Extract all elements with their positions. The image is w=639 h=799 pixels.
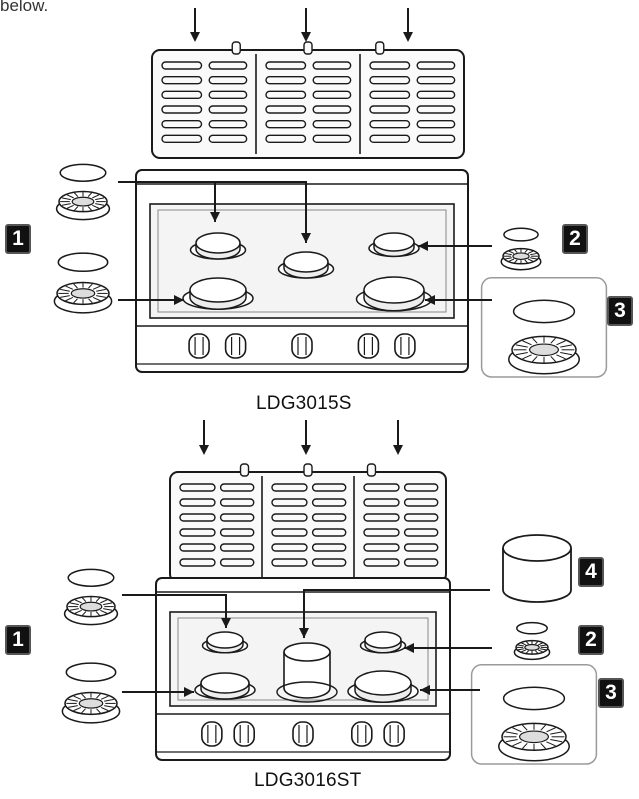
knob-4 bbox=[357, 333, 380, 359]
badge-3-top: 3 bbox=[607, 296, 633, 326]
badge-2-bottom: 2 bbox=[578, 625, 604, 655]
knob-5 bbox=[394, 333, 416, 359]
burner-top-left-front bbox=[182, 277, 254, 310]
badge-2-top: 2 bbox=[562, 224, 588, 254]
knob-2 bbox=[224, 333, 247, 359]
part-2-bottom bbox=[513, 621, 551, 661]
badge-3-bottom: 3 bbox=[598, 678, 624, 708]
badge-1-bottom: 1 bbox=[5, 625, 31, 655]
part-2-top bbox=[500, 227, 542, 271]
arrow-1a-to-left-rear-bottom bbox=[122, 594, 231, 628]
badge-4-bottom: 4 bbox=[578, 557, 604, 587]
model-label-ldg3015s: LDG3015S bbox=[256, 393, 352, 414]
grate-arrow-top-1 bbox=[190, 8, 200, 42]
arrow-3-to-right-front bbox=[425, 295, 492, 305]
grate-arrow-bottom-2 bbox=[301, 420, 311, 455]
part-4-cover bbox=[502, 534, 572, 603]
part-1b-bottom bbox=[61, 662, 121, 724]
grate-arrow-top-2 bbox=[301, 8, 311, 42]
part-1a-bottom bbox=[63, 568, 119, 626]
knob-2 bbox=[233, 721, 255, 747]
burner-top-right-rear bbox=[368, 232, 420, 258]
model-label-ldg3016st: LDG3016ST bbox=[254, 770, 362, 791]
part-1b-top bbox=[53, 252, 113, 314]
knob-3 bbox=[292, 721, 314, 747]
grate-top bbox=[151, 41, 465, 159]
part-3-bottom bbox=[470, 664, 598, 765]
grate-arrow-bottom-3 bbox=[393, 420, 403, 455]
burner-bottom-left-front bbox=[194, 672, 256, 700]
arrow-3-to-right-front-bottom bbox=[420, 685, 480, 695]
knob-4 bbox=[350, 721, 373, 747]
knob-3 bbox=[291, 333, 313, 359]
knob-5 bbox=[383, 721, 405, 747]
arrow-1a-to-center bbox=[215, 181, 311, 243]
grate-arrow-top-3 bbox=[403, 8, 413, 42]
knob-1 bbox=[201, 721, 223, 747]
burner-bottom-right-front bbox=[347, 670, 419, 703]
burner-bottom-left-rear bbox=[201, 631, 249, 654]
burner-bottom-right-rear bbox=[359, 631, 407, 654]
badge-1-top: 1 bbox=[5, 224, 31, 254]
grate-arrow-bottom-1 bbox=[199, 420, 209, 455]
arrow-2-to-right-rear-bottom bbox=[404, 643, 492, 653]
center-cover-bottom bbox=[276, 642, 338, 703]
intro-text: below. bbox=[0, 0, 49, 15]
grate-bottom bbox=[169, 463, 447, 583]
burner-top-center bbox=[277, 251, 335, 279]
part-1a-top bbox=[55, 163, 111, 221]
burner-top-right-front bbox=[355, 276, 433, 312]
arrow-4-to-center bbox=[299, 589, 490, 638]
burner-top-left-rear bbox=[189, 232, 247, 260]
arrow-1b-to-left-front bbox=[118, 295, 184, 305]
knob-1 bbox=[188, 333, 210, 359]
part-3-top bbox=[480, 277, 608, 378]
arrow-2-to-right-rear bbox=[418, 241, 492, 251]
arrow-1b-to-left-front-bottom bbox=[122, 687, 194, 697]
